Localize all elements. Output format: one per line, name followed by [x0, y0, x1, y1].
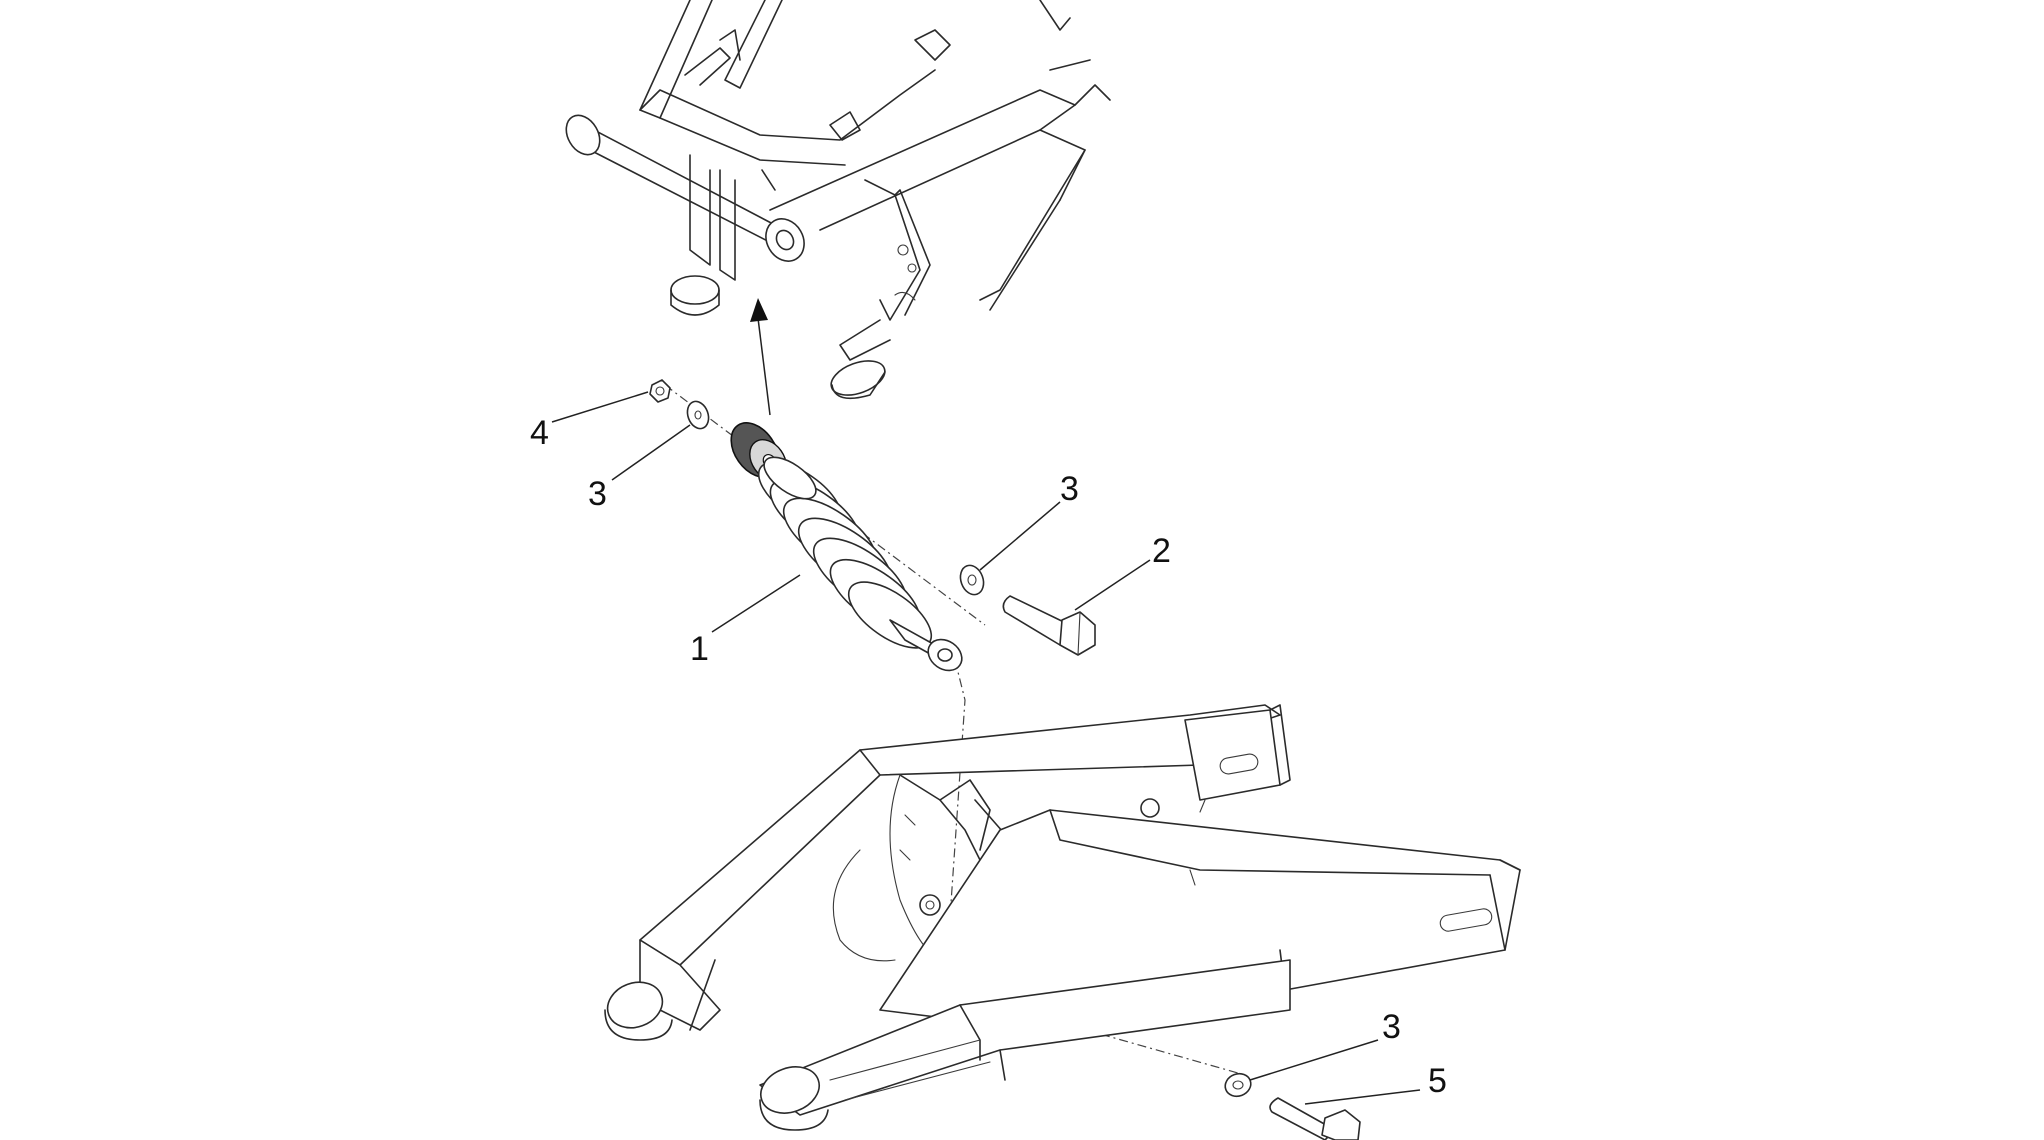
callout-2: 2	[1074, 532, 1171, 611]
callout-label: 3	[1060, 470, 1079, 508]
washer-right	[959, 564, 985, 596]
callout-1: 1	[690, 574, 801, 668]
swing-arm	[604, 704, 1521, 1131]
callout-4: 4	[530, 391, 649, 452]
callout-label: 3	[1382, 1008, 1401, 1046]
callout-3-lower: 3	[1249, 1008, 1401, 1081]
callout-label: 1	[690, 630, 709, 668]
swing-arm-pivot-right	[760, 1066, 820, 1114]
washer-lower	[1224, 1072, 1252, 1098]
callout-3-right: 3	[979, 470, 1079, 571]
callout-3-left: 3	[588, 424, 691, 513]
callout-label: 4	[530, 414, 549, 452]
callout-label: 5	[1428, 1062, 1447, 1100]
shock-lower-eye	[927, 638, 963, 672]
rear-frame	[565, 0, 1111, 400]
lower-bolt	[1269, 1097, 1361, 1140]
upper-bolt	[1002, 595, 1096, 656]
frame-lower-mount	[670, 275, 720, 305]
cross-tube-end-left	[565, 114, 601, 156]
nut	[649, 379, 671, 403]
callout-label: 2	[1152, 532, 1171, 570]
lower-axis-line	[944, 659, 1246, 1076]
callout-label: 3	[588, 475, 607, 513]
shock-absorber	[730, 422, 963, 672]
washer-left	[686, 400, 710, 430]
swing-arm-pivot-left	[606, 981, 664, 1029]
cross-tube-end-right	[765, 218, 805, 262]
frame-rear-mount	[830, 360, 886, 396]
mounting-direction-arrow	[750, 298, 771, 416]
callout-5: 5	[1304, 1062, 1447, 1105]
